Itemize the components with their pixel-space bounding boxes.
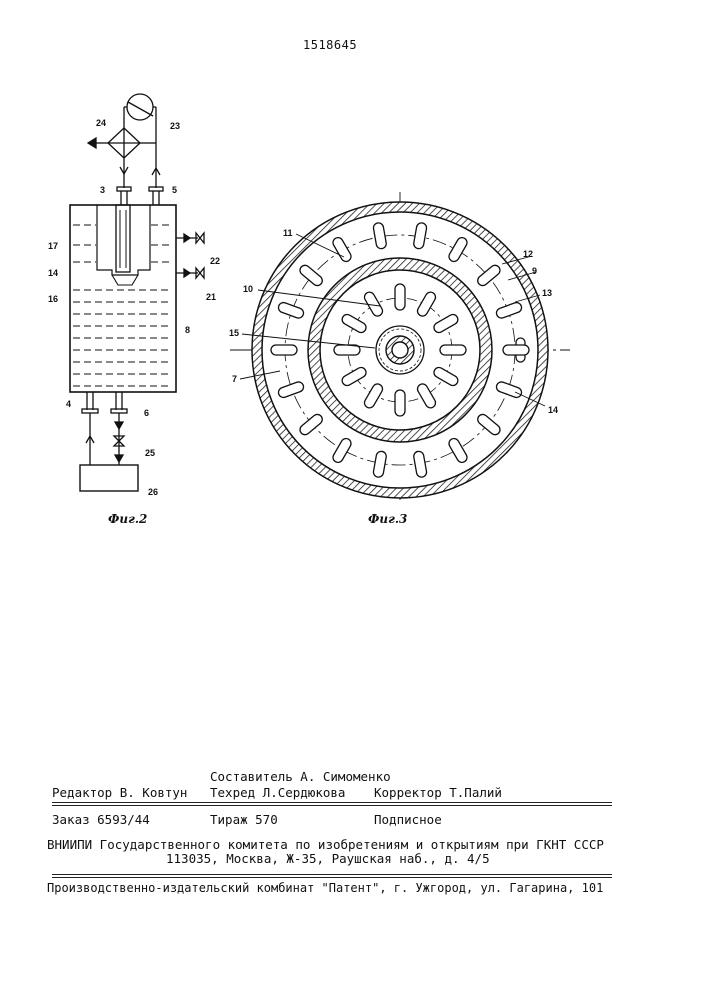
- label-12: 12: [523, 249, 533, 259]
- figure-3-caption: Фиг.3: [368, 512, 407, 526]
- compiler-line: Составитель А. Симоменко: [210, 770, 391, 784]
- figure-2: [70, 94, 204, 491]
- label-14-fig3: 14: [548, 405, 558, 415]
- figure-3: [230, 192, 570, 500]
- label-15: 15: [229, 328, 239, 338]
- rule-2: [52, 874, 612, 875]
- rule-1b: [52, 805, 612, 806]
- label-21: 21: [206, 292, 216, 302]
- rule-1: [52, 802, 612, 803]
- label-13: 13: [542, 288, 552, 298]
- label-3: 3: [100, 185, 105, 195]
- label-9: 9: [532, 266, 537, 276]
- figure-2-caption: Фиг.2: [108, 512, 147, 526]
- label-17: 17: [48, 241, 58, 251]
- circulation-line: Тираж 570: [210, 813, 278, 827]
- label-10: 10: [243, 284, 253, 294]
- tech-editor-line: Техред Л.Сердюкова: [210, 786, 345, 800]
- label-11: 11: [283, 228, 293, 238]
- label-22: 22: [210, 256, 220, 266]
- institute-line: ВНИИПИ Государственного комитета по изоб…: [47, 838, 604, 852]
- label-16: 16: [48, 294, 58, 304]
- address-line: 113035, Москва, Ж-35, Раушская наб., д. …: [166, 852, 490, 866]
- proofreader-line: Корректор Т.Палий: [374, 786, 502, 800]
- order-line: Заказ 6593/44: [52, 813, 150, 827]
- figures-drawing: 23 24 3 5 17 14 16 22 21 8 4 6 25 26: [0, 0, 707, 540]
- editor-line: Редактор В. Ковтун: [52, 786, 187, 800]
- label-7: 7: [232, 374, 237, 384]
- subscription-line: Подписное: [374, 813, 442, 827]
- label-4: 4: [66, 399, 71, 409]
- publisher-line: Производственно-издательский комбинат "П…: [47, 881, 603, 895]
- label-25: 25: [145, 448, 155, 458]
- rule-2b: [52, 877, 612, 878]
- label-23: 23: [170, 121, 180, 131]
- label-6: 6: [144, 408, 149, 418]
- label-26: 26: [148, 487, 158, 497]
- figure-2-labels: 23 24 3 5 17 14 16 22 21 8 4 6 25 26: [48, 118, 220, 497]
- pump-symbol: [127, 94, 153, 120]
- label-24: 24: [96, 118, 106, 128]
- receiver-box: [80, 465, 138, 491]
- label-8: 8: [185, 325, 190, 335]
- label-14: 14: [48, 268, 58, 278]
- label-5: 5: [172, 185, 177, 195]
- vessel: [70, 205, 176, 392]
